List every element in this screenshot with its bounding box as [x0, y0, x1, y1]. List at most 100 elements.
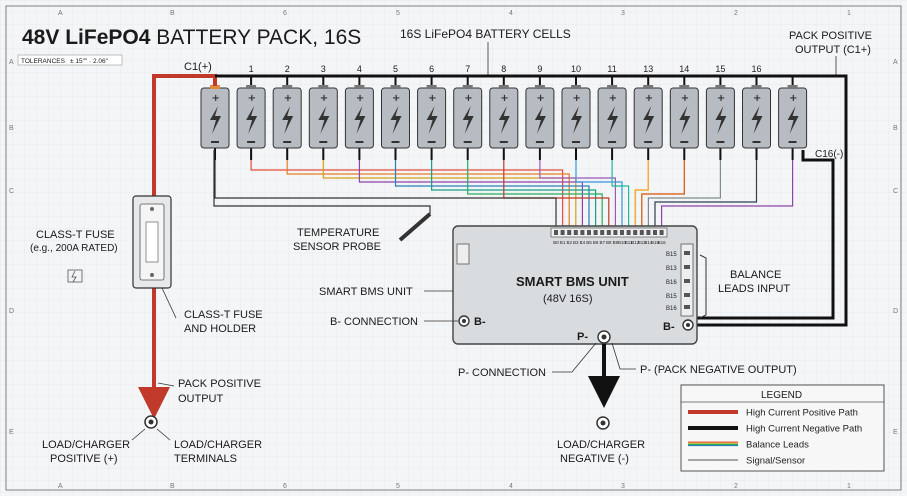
- fuse-screw-bottom: [150, 273, 154, 277]
- c16-label: C16(-): [815, 149, 843, 160]
- lightning-icon: [787, 106, 799, 134]
- legend-item-label: Signal/Sensor: [746, 456, 805, 467]
- bms-pin: [626, 230, 631, 235]
- fuse-holder-label-2: AND HOLDER: [184, 323, 256, 335]
- cell-number: 2: [285, 64, 290, 74]
- bms-pin: [587, 230, 591, 235]
- bms-pin: [560, 230, 565, 235]
- cell-minus-sign: [535, 141, 544, 143]
- border-mark-left: A: [9, 59, 14, 66]
- pack-positive-label-2: OUTPUT: [178, 393, 224, 405]
- bms-title: SMART BMS UNIT: [516, 274, 629, 289]
- cell-number: 1: [249, 64, 254, 74]
- load-pos-leader-2: [156, 428, 171, 441]
- bms-pin-label: B10: [618, 240, 627, 245]
- load-terminals-label-2: TERMINALS: [174, 453, 237, 465]
- lightning-icon: [354, 106, 366, 134]
- c1-label: C1(+): [184, 61, 212, 73]
- cell-number: 8: [501, 64, 506, 74]
- fuse-warning-icon: [67, 269, 83, 283]
- cell-plus-sign: +: [320, 93, 328, 104]
- cell-plus-sign: +: [392, 93, 400, 104]
- border-mark-left: E: [9, 429, 14, 436]
- cell-number: 15: [715, 64, 725, 74]
- bms-pin-label: B6: [593, 240, 599, 245]
- drawing-border: [5, 5, 902, 491]
- cell-plus-sign: +: [284, 93, 292, 104]
- cell-minus-sign: [463, 141, 472, 143]
- cell-plus-sign: +: [681, 93, 689, 104]
- cell-positive-terminal: [751, 85, 762, 89]
- border-mark-bottom: 3: [621, 483, 625, 490]
- cell-number: 14: [679, 64, 689, 74]
- lightning-icon: [498, 106, 510, 134]
- balance-lead-wire: [358, 160, 583, 228]
- cell-positive-terminal: [390, 85, 401, 89]
- load-positive-terminal-center: [148, 419, 154, 425]
- balance-lead-wire: [431, 160, 597, 228]
- lightning-icon: [534, 106, 546, 134]
- b-neg-connection-label: B- CONNECTION: [330, 316, 418, 328]
- bms-side-pin-label: B16: [666, 306, 677, 312]
- bms-pin-label: B1: [560, 240, 566, 245]
- balance-lead-wire: [661, 160, 794, 228]
- balance-lead-wire: [539, 160, 616, 228]
- load-negative-label-2: NEGATIVE (-): [560, 453, 629, 465]
- fuse-element: [145, 221, 159, 263]
- b-minus-label: B-: [474, 316, 486, 328]
- lightning-icon: [607, 106, 619, 134]
- lightning-icon: [318, 106, 330, 134]
- bms-side-pin-label: B16: [666, 280, 677, 286]
- cell-positive-terminal: [462, 85, 473, 89]
- bms-pin: [573, 230, 578, 235]
- border-mark-bottom: B: [170, 483, 175, 490]
- cell-plus-sign: +: [536, 93, 544, 104]
- bms-subtitle: (48V 16S): [543, 293, 593, 305]
- legend-item-label: High Current Negative Path: [746, 424, 862, 435]
- legend-item-label: High Current Positive Path: [746, 408, 858, 419]
- cell-positive-terminal: [679, 85, 690, 89]
- b-minus-terminal-left-center: [462, 319, 466, 323]
- balance-leads-label-1: BALANCE: [730, 269, 781, 281]
- p-minus-label: P-: [577, 331, 588, 343]
- lightning-icon: [751, 106, 763, 134]
- c16-negative-wire: [697, 150, 835, 320]
- bms-side-pin: [684, 265, 690, 269]
- cell-plus-sign: +: [248, 93, 256, 104]
- cell-positive-terminal: [210, 85, 220, 89]
- bms-pin: [613, 230, 618, 235]
- tolerances-value: ± 15"" · 2.06": [70, 58, 109, 65]
- fuse-holder-leader: [161, 287, 177, 319]
- cell-minus-sign: [283, 141, 292, 143]
- bms-side-pin: [684, 251, 690, 255]
- pack-positive-leader-2: [157, 382, 175, 387]
- bms-pin-label: B5: [586, 240, 592, 245]
- bms-pin-label: B12: [631, 240, 640, 245]
- balance-lead-wire: [654, 160, 758, 228]
- bms-side-pin-label: B13: [666, 266, 677, 272]
- balance-lead-wire: [641, 160, 685, 228]
- cell-minus-sign: [680, 141, 689, 143]
- p-neg-output-label: P- (PACK NEGATIVE OUTPUT): [640, 364, 797, 376]
- bms-pin-label: B14: [644, 240, 653, 245]
- balance-lead-wire: [394, 160, 590, 228]
- border-mark-right: E: [893, 429, 898, 436]
- cell-minus-sign: [608, 141, 617, 143]
- bms-pin-label: B16: [658, 240, 667, 245]
- cell-positive-terminal: [643, 85, 654, 89]
- bms-pin-label: B0: [553, 240, 559, 245]
- bms-side-pin: [684, 305, 690, 309]
- cell-positive-terminal: [282, 85, 293, 89]
- border-mark-top: 4: [509, 10, 513, 17]
- cell-minus-sign: [427, 141, 436, 143]
- cell-number: 6: [429, 64, 434, 74]
- bms-pin-label: B15: [651, 240, 660, 245]
- cell-minus-sign: [391, 141, 400, 143]
- load-negative-terminal-center: [600, 420, 606, 426]
- balance-lead-wire: [634, 160, 649, 228]
- border-mark-bottom: A: [58, 483, 63, 490]
- lightning-icon: [426, 106, 438, 134]
